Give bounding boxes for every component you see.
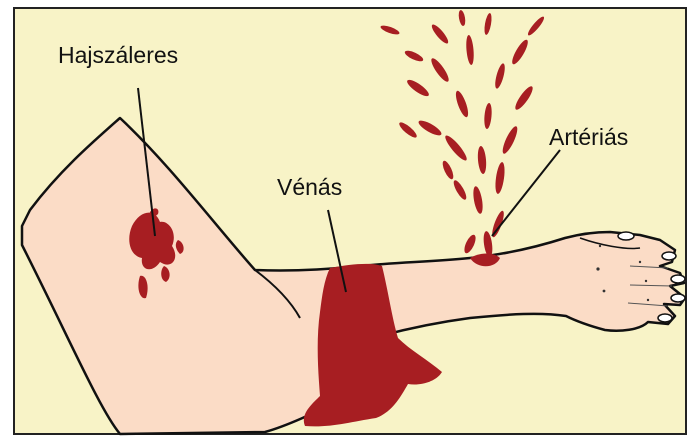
label-venous: Vénás [277, 176, 342, 199]
label-arterial: Artériás [549, 126, 628, 149]
label-capillary: Hajszáleres [58, 44, 178, 67]
